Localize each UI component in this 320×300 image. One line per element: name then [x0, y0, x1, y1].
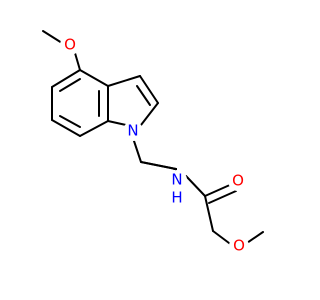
methoxy-oxygen-bottom-label-group: O — [229, 236, 249, 256]
bond-c4-c3a — [79, 69, 109, 87]
bond-c2-n1 — [140, 102, 159, 126]
bond-top-methyl-o — [42, 30, 63, 44]
bond-c3-c2 — [139, 75, 159, 104]
bond-c3a-c3 — [107, 75, 141, 87]
carbonyl-oxygen: O — [232, 172, 244, 190]
bond-c7a-c7 — [79, 120, 109, 137]
bond-inner-c3-c2 — [136, 85, 151, 106]
molecule-structure-diagram: O N N H O O — [42, 30, 264, 256]
bond-inner-c4-c5 — [59, 78, 81, 92]
bond-c7-c6 — [51, 119, 81, 137]
carbonyl-oxygen-background — [228, 171, 248, 191]
bond-n1-c7a — [107, 120, 127, 126]
methoxy-oxygen-top: O — [64, 36, 76, 54]
indole-nitrogen: N — [127, 122, 138, 140]
bond-o-c4 — [74, 52, 81, 71]
bond-c5-c4 — [51, 69, 81, 88]
bond-carbonyl-top — [204, 183, 233, 197]
amide-nitrogen-label-group: N H — [167, 170, 187, 207]
amide-nitrogen-background — [167, 170, 187, 190]
bond-layer — [42, 30, 264, 247]
bond-carbonyl-bottom — [208, 190, 237, 204]
methoxy-oxygen-top-background — [60, 35, 80, 55]
indole-nitrogen-background — [123, 121, 143, 141]
indole-nitrogen-label-group: N — [123, 121, 143, 141]
methoxy-oxygen-bottom: O — [233, 237, 245, 255]
bond-chain-c1 — [140, 161, 177, 170]
carbonyl-oxygen-label-group: O — [228, 171, 248, 191]
methoxy-oxygen-top-label-group: O — [60, 35, 80, 55]
atom-layer: O N N H O O — [60, 35, 249, 256]
bond-carbonyl-c-ch2 — [204, 195, 214, 232]
amide-hydrogen: H — [171, 189, 182, 207]
bond-amide-n-c — [185, 175, 206, 197]
methoxy-oxygen-bottom-background — [229, 236, 249, 256]
bond-n1-chain — [132, 137, 142, 163]
amide-nitrogen: N — [171, 171, 182, 189]
bond-inner-c6-c7 — [59, 115, 81, 128]
